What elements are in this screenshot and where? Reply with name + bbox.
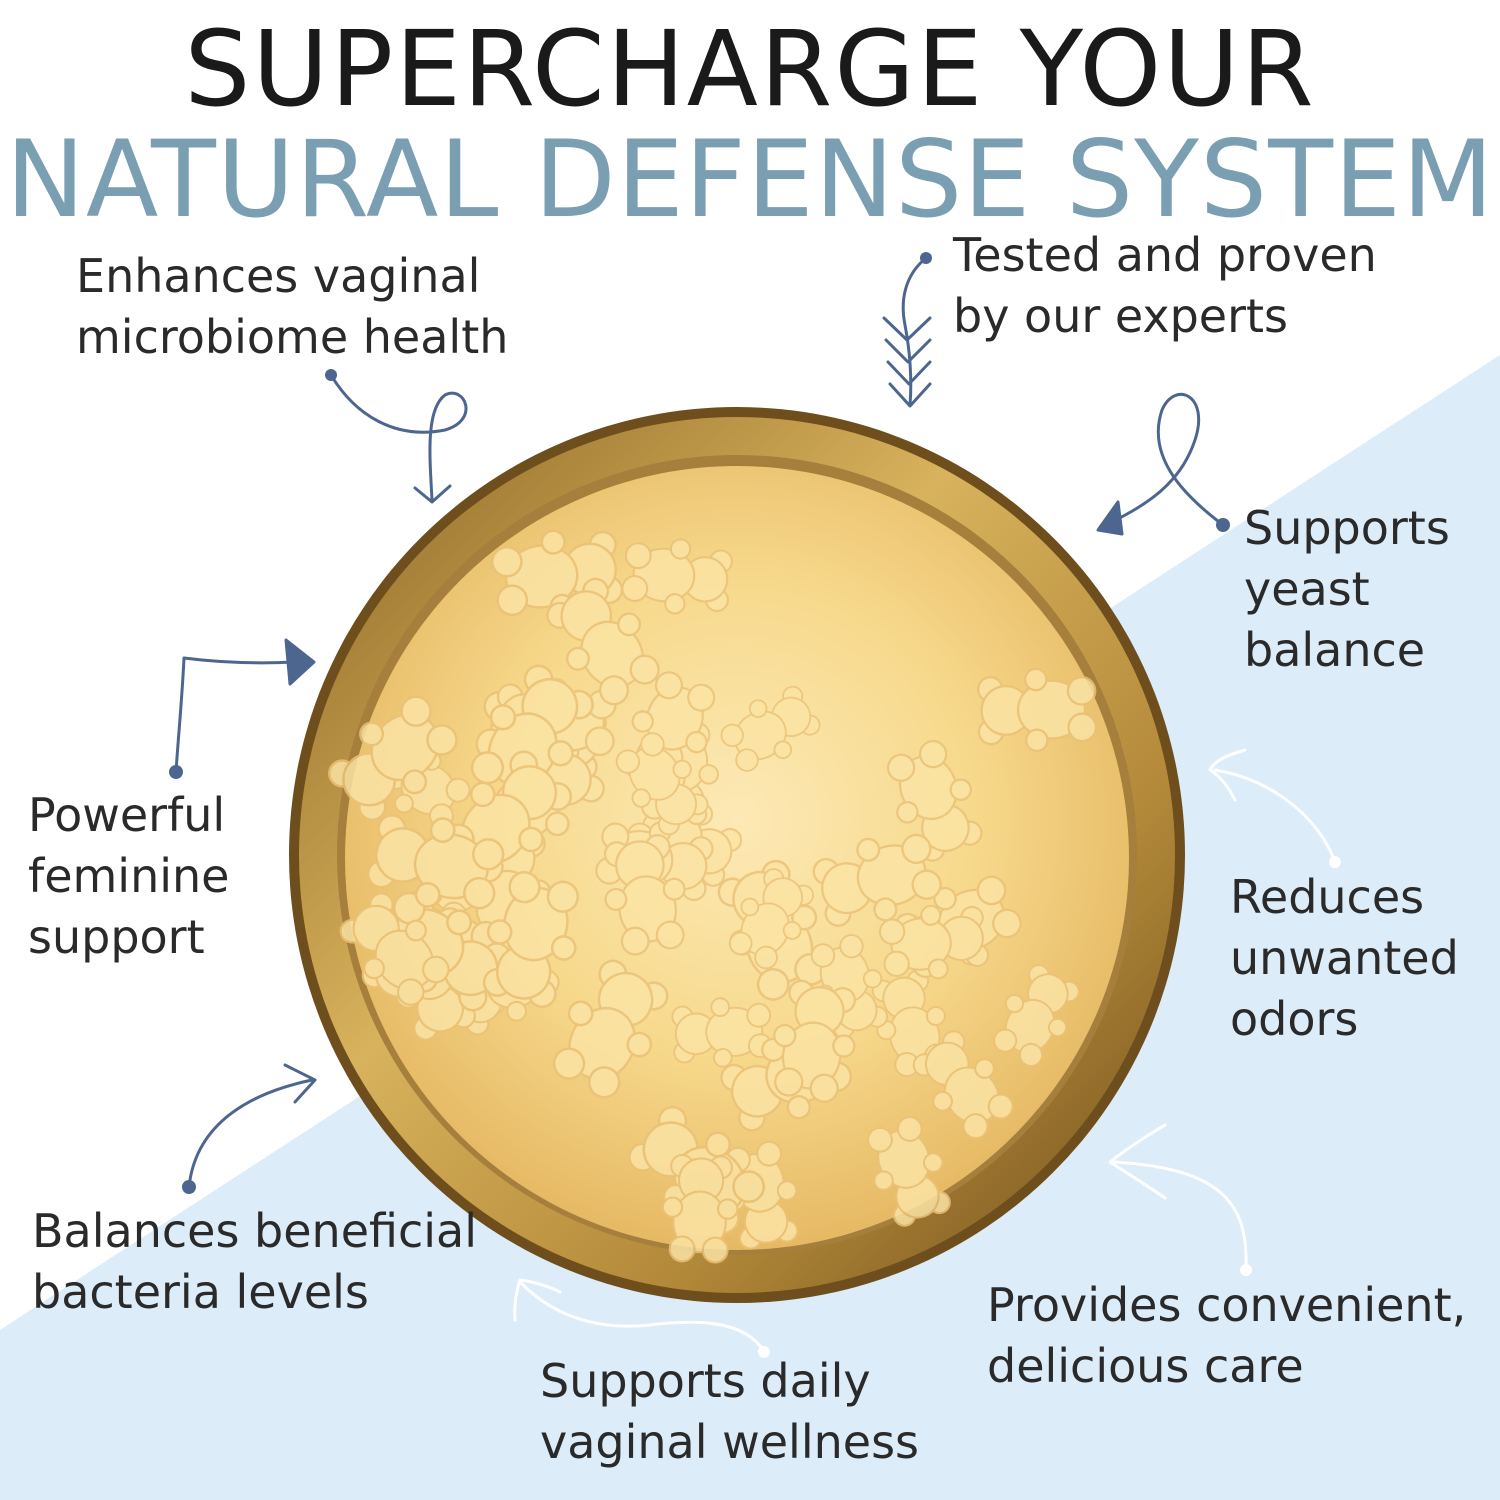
benefit-line: odors	[1230, 992, 1359, 1046]
benefit-line: Provides convenient,	[987, 1278, 1467, 1332]
benefit-line: Enhances vaginal	[76, 249, 481, 303]
hand-drawn-arrow-icon	[513, 1278, 770, 1358]
benefit-line: support	[28, 910, 205, 964]
benefit-yeast-balance: Supports yeast balance	[1244, 498, 1450, 681]
gummy-bear-shape	[659, 1153, 741, 1265]
gummy-bear-shape	[976, 666, 1098, 754]
hand-drawn-arrow-icon	[1208, 748, 1341, 868]
benefit-line: microbiome health	[76, 310, 509, 364]
hand-drawn-arrow-icon	[882, 252, 932, 408]
benefit-line: unwanted	[1230, 931, 1459, 985]
benefit-line: Supports daily	[540, 1354, 871, 1408]
hand-drawn-arrow-icon	[1108, 1123, 1252, 1276]
hand-drawn-arrow-icon	[169, 638, 316, 779]
benefit-reduces-odors: Reduces unwanted odors	[1230, 867, 1459, 1050]
benefit-line: delicious care	[987, 1339, 1304, 1393]
benefit-line: Tested and proven	[953, 228, 1377, 282]
headline-line-2: NATURAL DEFENSE SYSTEM	[5, 118, 1495, 241]
hand-drawn-arrow-icon	[325, 369, 468, 504]
benefit-daily-wellness: Supports daily vaginal wellness	[540, 1351, 919, 1473]
benefit-line: by our experts	[953, 289, 1289, 343]
hand-drawn-arrow-icon	[1096, 392, 1230, 536]
benefit-tested-proven: Tested and proven by our experts	[953, 225, 1377, 347]
benefit-line: feminine	[28, 849, 230, 903]
benefit-convenient-care: Provides convenient, delicious care	[987, 1275, 1466, 1397]
benefit-line: bacteria levels	[32, 1265, 369, 1319]
headline-line-1: SUPERCHARGE YOUR	[184, 8, 1316, 130]
benefit-line: balance	[1244, 623, 1426, 677]
benefit-line: Supports	[1244, 501, 1450, 555]
gummy-bowl-image	[289, 407, 1185, 1303]
benefit-line: vaginal wellness	[540, 1415, 920, 1469]
hand-drawn-arrow-icon	[182, 1063, 317, 1194]
benefit-balances-bacteria: Balances beneficial bacteria levels	[32, 1201, 477, 1323]
benefit-feminine-support: Powerful feminine support	[28, 785, 229, 968]
benefit-enhances-microbiome: Enhances vaginal microbiome health	[76, 246, 508, 368]
benefit-line: Balances beneficial	[32, 1204, 478, 1258]
benefit-line: Powerful	[28, 788, 226, 842]
benefit-line: yeast	[1244, 562, 1370, 616]
benefit-line: Reduces	[1230, 870, 1425, 924]
